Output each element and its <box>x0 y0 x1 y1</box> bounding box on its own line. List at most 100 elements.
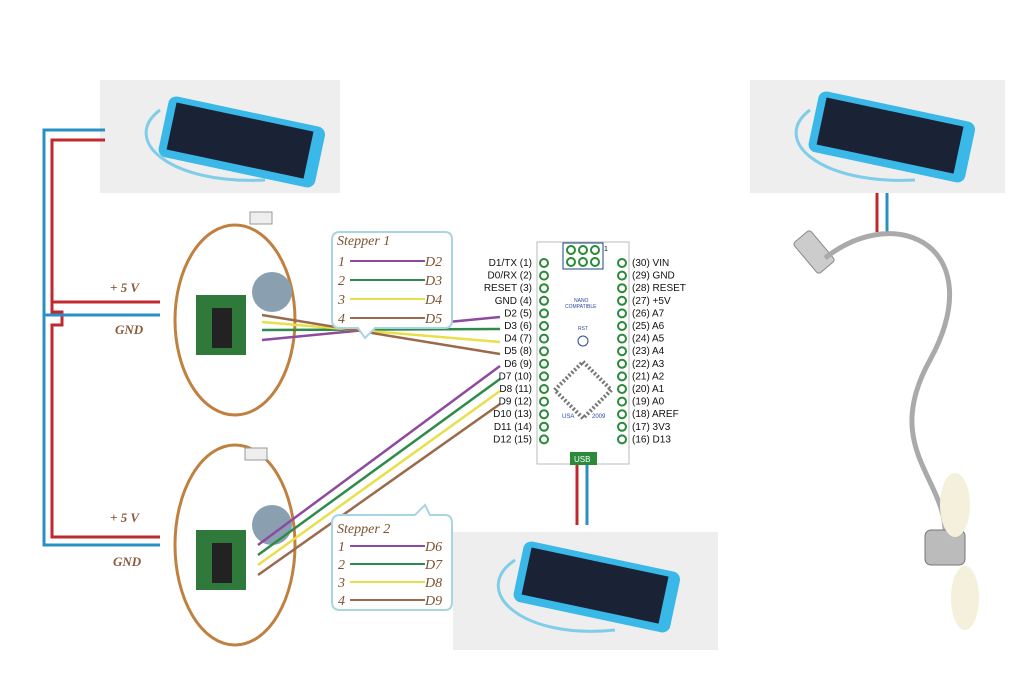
wire-pin: D9 <box>424 594 442 609</box>
wire-pin: D5 <box>424 312 442 327</box>
right-header-pin <box>617 321 627 331</box>
left-pin-label: D0/RX (2) <box>488 271 532 282</box>
right-pin-label: (27) +5V <box>632 296 671 307</box>
wire-number: 3 <box>337 293 345 308</box>
left-header-pin <box>539 421 549 432</box>
right-header-pin <box>617 421 627 432</box>
right-pin-label: (17) 3V3 <box>632 422 671 433</box>
left-header-pin <box>539 270 549 281</box>
board-rst-text: RST <box>578 326 588 332</box>
wire-pin: D2 <box>424 255 442 270</box>
stepper2-title: Stepper 2 <box>337 522 390 537</box>
plus5v-label-1: + 5 V <box>110 280 140 295</box>
board-usa-text: USA <box>562 414 574 420</box>
right-header-pin <box>617 283 627 294</box>
right-pin-label: (30) VIN <box>632 258 669 269</box>
wire-number: 1 <box>338 540 345 555</box>
left-pin-label: D3 (6) <box>504 321 532 332</box>
icsp-pin <box>566 245 576 255</box>
right-pin-label: (19) A0 <box>632 397 665 408</box>
left-pin-label: D1/TX (1) <box>489 258 532 269</box>
gnd-label-2: GND <box>113 554 142 569</box>
stepper2-wire-4: 4 D9 <box>338 594 442 609</box>
gnd-label-1: GND <box>115 322 144 337</box>
icsp-pin <box>590 245 600 255</box>
left-pin-label: D9 (12) <box>499 397 532 408</box>
wire-number: 4 <box>338 594 345 609</box>
right-pin-label: (16) D13 <box>632 434 671 445</box>
stepper1-wire-3: 3 D4 <box>337 293 442 308</box>
right-header-pin <box>617 409 627 420</box>
stepper1-wire-1: 1 D2 <box>338 255 442 270</box>
right-pin-label: (25) A6 <box>632 321 665 332</box>
wire-number: 1 <box>338 255 345 270</box>
left-header-pin <box>539 371 549 382</box>
arduino-nano-board: NANO COMPATIBLE RST USA 2009 1 USB D1/TX… <box>484 241 686 465</box>
solar-power-bank-2 <box>750 80 1005 193</box>
right-pin-label: (22) A3 <box>632 359 665 370</box>
right-pin-label: (29) GND <box>632 271 675 282</box>
left-header-pin <box>539 384 549 394</box>
solar-power-bank-3 <box>453 532 718 650</box>
right-pin-label: (18) AREF <box>632 409 679 420</box>
left-header-pin <box>539 396 549 407</box>
icsp-pin <box>578 257 588 267</box>
left-pin-label: D10 (13) <box>493 409 532 420</box>
right-header-pin <box>617 308 627 319</box>
left-header-pin <box>539 258 549 268</box>
right-pin-label: (21) A2 <box>632 371 665 382</box>
left-header-pin <box>539 346 549 357</box>
left-header-pin <box>539 358 549 369</box>
left-pin-label: D6 (9) <box>504 359 532 370</box>
icsp-pin <box>578 245 588 255</box>
board-pin1-text: 1 <box>604 246 608 253</box>
right-header-pin <box>617 295 627 306</box>
left-pin-label: D11 (14) <box>494 422 532 433</box>
left-pin-label: D5 (8) <box>504 346 532 357</box>
wire-pin: D7 <box>424 558 443 573</box>
solar-power-bank-1 <box>100 80 340 193</box>
wire-number: 2 <box>338 558 345 573</box>
right-header-pin <box>617 258 627 268</box>
right-header-pin <box>617 270 627 281</box>
right-header-pin <box>617 396 627 407</box>
left-header-pin <box>539 409 549 420</box>
right-pin-label: (28) RESET <box>632 283 686 294</box>
board-year-text: 2009 <box>592 414 606 420</box>
left-header-pin <box>539 321 549 331</box>
right-header-pin <box>617 371 627 382</box>
right-pin-label: (20) A1 <box>632 384 665 395</box>
wire-number: 2 <box>338 274 345 289</box>
left-pin-label: GND (4) <box>495 296 532 307</box>
left-pin-label: RESET (3) <box>484 283 532 294</box>
left-pin-label: D2 (5) <box>504 308 532 319</box>
left-pin-label: D12 (15) <box>493 434 532 445</box>
right-pin-label: (26) A7 <box>632 308 665 319</box>
left-header-pin <box>539 434 549 445</box>
left-pin-label: D7 (10) <box>499 371 532 382</box>
stepper-motor-1 <box>173 211 297 417</box>
right-pin-label: (23) A4 <box>632 346 665 357</box>
wire-pin: D6 <box>424 540 442 555</box>
wire-pin: D4 <box>424 293 442 308</box>
usb-label: USB <box>574 455 590 464</box>
left-header-pin <box>539 308 549 319</box>
icsp-pin <box>566 257 576 267</box>
right-header-pin <box>617 333 627 344</box>
left-header-pin <box>539 333 549 344</box>
stepper2-wire-1: 1 D6 <box>338 540 442 555</box>
left-header-pin <box>539 283 549 294</box>
stepper-motor-2 <box>173 443 297 647</box>
icsp-pin <box>590 257 600 267</box>
stepper2-wire-2: 2 D7 <box>338 558 443 573</box>
plus5v-label-2: + 5 V <box>110 510 140 525</box>
left-header-pin <box>539 295 549 306</box>
right-header-pin <box>617 358 627 369</box>
stepper1-title: Stepper 1 <box>337 234 390 249</box>
